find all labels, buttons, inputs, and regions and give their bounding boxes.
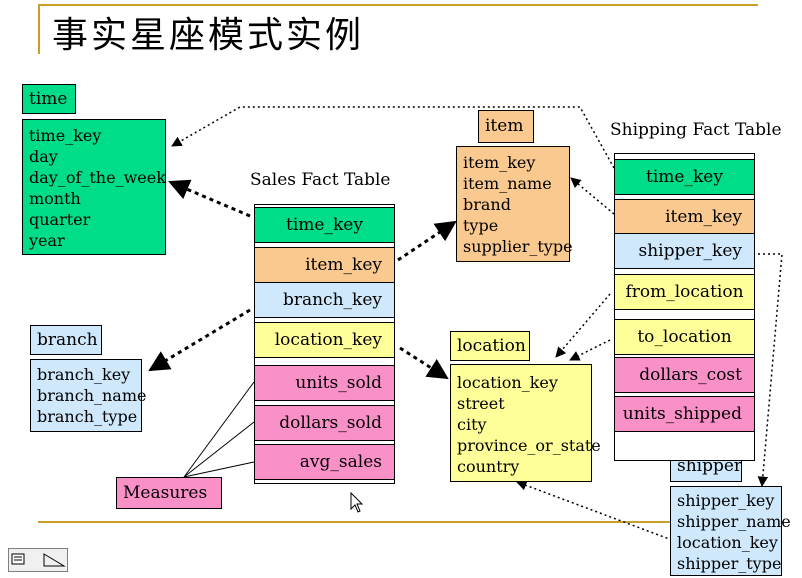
arrow-to-location <box>569 339 611 361</box>
item-field: item_name <box>463 174 552 193</box>
shipping-fact-cell: time_key <box>614 159 755 195</box>
slide-nav-icon[interactable] <box>8 548 68 572</box>
left-rule <box>38 4 40 54</box>
sales-fact-cell: location_key <box>254 322 395 358</box>
sales-fact-cell: dollars_sold <box>254 405 395 441</box>
top-rule <box>38 4 758 6</box>
sales-fact-cell: avg_sales <box>254 444 395 480</box>
shipping-fact-cell: dollars_cost <box>614 357 755 393</box>
time-field: time_key <box>29 126 102 145</box>
measures-line-dollars <box>183 421 255 478</box>
branch-field: branch_name <box>37 386 147 405</box>
sales-fact-table-label: Sales Fact Table <box>250 170 391 190</box>
location-field: country <box>457 457 520 476</box>
time-dimension-table: time_key day day_of_the_week month quart… <box>22 119 166 255</box>
location-field: city <box>457 415 487 434</box>
arrow-shipping-item <box>570 177 615 215</box>
arrow-sales-location <box>399 346 449 380</box>
shipper-dimension-table: shipper_key shipper_name location_key sh… <box>670 486 791 576</box>
time-field: day <box>29 147 58 166</box>
time-field: quarter <box>29 210 91 229</box>
branch-field: branch_key <box>37 365 131 384</box>
shipping-fact-cell: to_location <box>614 319 755 355</box>
location-field: province_or_state <box>457 436 601 455</box>
location-field: location_key <box>457 373 558 392</box>
arrow-sales-item <box>397 220 457 262</box>
arrow-sales-branch <box>148 308 251 372</box>
shipping-fact-table-label: Shipping Fact Table <box>610 120 782 140</box>
mouse-cursor-icon <box>350 492 364 513</box>
sales-fact-cell: item_key <box>254 247 395 283</box>
time-field: year <box>29 231 65 250</box>
location-header: location <box>450 331 530 361</box>
item-field: brand <box>463 195 511 214</box>
location-dimension-table: location_key street city province_or_sta… <box>450 364 601 482</box>
shipper-field: location_key <box>677 533 778 552</box>
page-title: 事实星座模式实例 <box>52 15 365 56</box>
branch-field: branch_type <box>37 407 138 426</box>
item-field: type <box>463 216 499 235</box>
bottom-rule <box>38 521 678 523</box>
shipper-field: shipper_name <box>677 512 791 531</box>
measures-line-avg <box>183 461 255 478</box>
item-header: item <box>478 110 534 143</box>
shipper-field: shipper_key <box>677 491 775 510</box>
measures-label: Measures <box>116 477 222 509</box>
shipping-fact-cell: item_key <box>614 199 755 235</box>
shipping-fact-cell: from_location <box>614 274 755 310</box>
branch-dimension-table: branch_key branch_name branch_type <box>30 359 147 432</box>
shipper-field: shipper_type <box>677 554 782 573</box>
sales-fact-cell: time_key <box>254 207 395 243</box>
item-field: item_key <box>463 153 536 172</box>
shipping-fact-cell: shipper_key <box>614 233 755 269</box>
item-field: supplier_type <box>463 237 573 256</box>
sales-fact-cell: branch_key <box>254 282 395 318</box>
branch-header: branch <box>30 325 102 355</box>
time-header: time <box>22 84 76 114</box>
arrow-from-location <box>555 293 611 358</box>
time-field: month <box>29 189 81 208</box>
arrow-shipping-shipper <box>757 253 783 488</box>
sales-fact-cell: units_sold <box>254 365 395 401</box>
time-field: day_of_the_week <box>29 168 166 187</box>
item-dimension-table: item_key item_name brand type supplier_t… <box>456 146 573 262</box>
measures-line-units <box>183 381 255 478</box>
location-field: street <box>457 394 505 413</box>
arrow-shipper-location <box>516 480 673 541</box>
shipping-fact-cell: units_shipped <box>614 396 755 432</box>
arrow-sales-time <box>168 179 251 218</box>
